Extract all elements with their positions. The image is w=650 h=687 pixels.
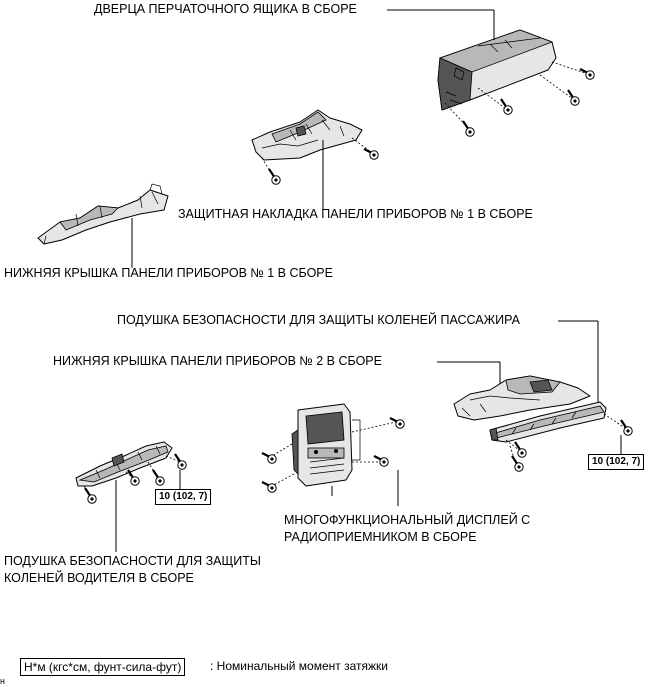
bolt-icon — [578, 67, 596, 81]
bolt-icon — [362, 147, 380, 161]
bolt-icon — [510, 454, 525, 473]
label-glove-box-door: ДВЕРЦА ПЕРЧАТОЧНОГО ЯЩИКА В СБОРЕ — [94, 2, 357, 16]
instrument-panel-lower-cover-1-part — [37, 183, 169, 245]
passenger-knee-airbag-part — [489, 401, 607, 443]
torque-spec-right: 10 (102, 7) — [588, 454, 645, 470]
label-driver-knee-airbag-line2: КОЛЕНЕЙ ВОДИТЕЛЯ В СБОРЕ — [4, 571, 194, 585]
torque-spec-left: 10 (102, 7) — [155, 489, 212, 505]
driver-knee-airbag-part — [75, 441, 173, 487]
label-lower-cover-2: НИЖНЯЯ КРЫШКА ПАНЕЛИ ПРИБОРОВ № 2 В СБОР… — [53, 354, 382, 368]
bolt-icon — [513, 440, 528, 459]
bolt-icon — [267, 167, 282, 186]
legend-unit-box: Н*м (кгс*см, фунт-сила-фут) — [20, 658, 186, 676]
label-instrument-panel-guard-1: ЗАЩИТНАЯ НАКЛАДКА ПАНЕЛИ ПРИБОРОВ № 1 В … — [178, 207, 533, 221]
bolt-icon — [126, 468, 141, 487]
legend-description: : Номинальный момент затяжки — [210, 659, 388, 673]
label-passenger-knee-airbag: ПОДУШКА БЕЗОПАСНОСТИ ДЛЯ ЗАЩИТЫ КОЛЕНЕЙ … — [117, 313, 521, 327]
label-lower-cover-1: НИЖНЯЯ КРЫШКА ПАНЕЛИ ПРИБОРОВ № 1 В СБОР… — [4, 266, 333, 280]
label-driver-knee-airbag-line1: ПОДУШКА БЕЗОПАСНОСТИ ДЛЯ ЗАЩИТЫ — [4, 554, 261, 568]
glove-box-door-part — [437, 29, 557, 111]
multi-display-radio-part — [291, 403, 361, 487]
bolt-icon — [499, 97, 514, 116]
bolt-icon — [619, 418, 634, 437]
bolt-icon — [151, 468, 166, 487]
bolt-icon — [83, 486, 98, 505]
bolt-icon — [566, 88, 581, 107]
bolt-icon — [372, 454, 390, 468]
label-multi-display-line2: РАДИОПРИЕМНИКОМ В СБОРЕ — [284, 530, 477, 544]
bolt-icon — [260, 480, 278, 494]
instrument-panel-lower-cover-2-part — [453, 375, 591, 421]
bolt-icon — [461, 119, 476, 138]
figure-code: н — [0, 676, 5, 686]
bolt-icon — [173, 452, 188, 471]
label-multi-display-line1: МНОГОФУНКЦИОНАЛЬНЫЙ ДИСПЛЕЙ С — [284, 513, 531, 527]
instrument-panel-guard-1-part — [251, 109, 363, 161]
